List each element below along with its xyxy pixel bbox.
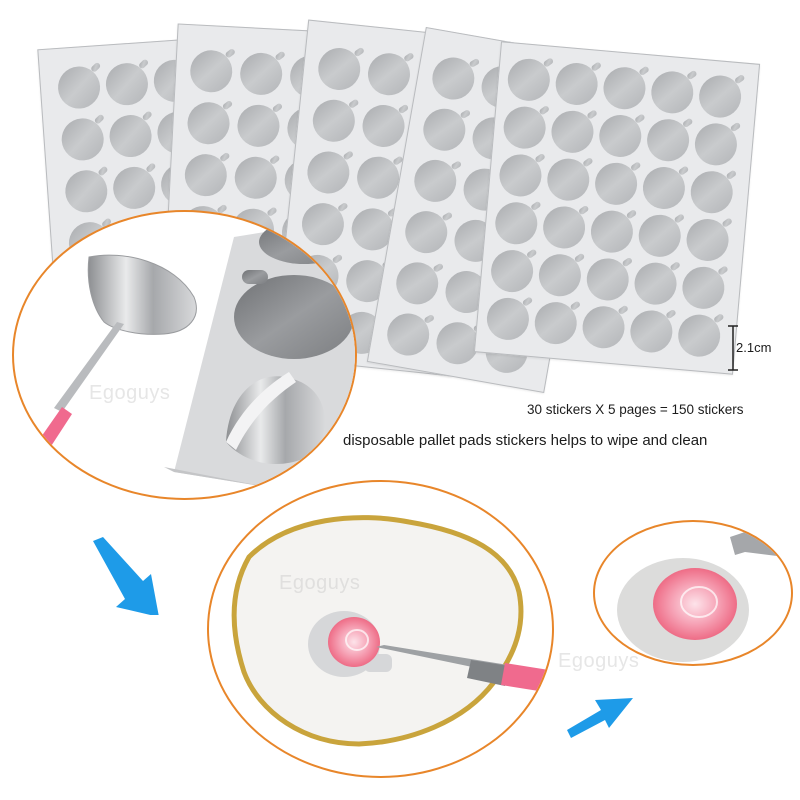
dimension-label: 2.1cm — [736, 340, 772, 355]
dimension-bracket-icon — [728, 325, 738, 371]
watermark: Egoguys — [558, 650, 640, 672]
palette-illustration — [231, 515, 549, 747]
sticker-grid-5x6 — [485, 53, 746, 359]
peeled-pad-illustration — [617, 532, 791, 662]
sticker-sheet-5-front — [473, 41, 761, 375]
arrow-down-right-icon — [93, 537, 159, 615]
peel-illustration — [32, 217, 355, 498]
watermark: Egoguys — [89, 382, 171, 404]
quantity-caption: 30 stickers X 5 pages = 150 stickers — [527, 402, 744, 417]
palette-use-inset: Egoguys — [207, 480, 554, 778]
dimension-marker: 2.1cm — [726, 325, 796, 371]
peeled-pad-inset — [593, 520, 793, 666]
arrow-up-right-icon — [567, 698, 633, 738]
usage-caption: disposable pallet pads stickers helps to… — [343, 432, 708, 449]
peel-detail-inset: Egoguys — [12, 210, 357, 500]
watermark: Egoguys — [279, 572, 361, 594]
